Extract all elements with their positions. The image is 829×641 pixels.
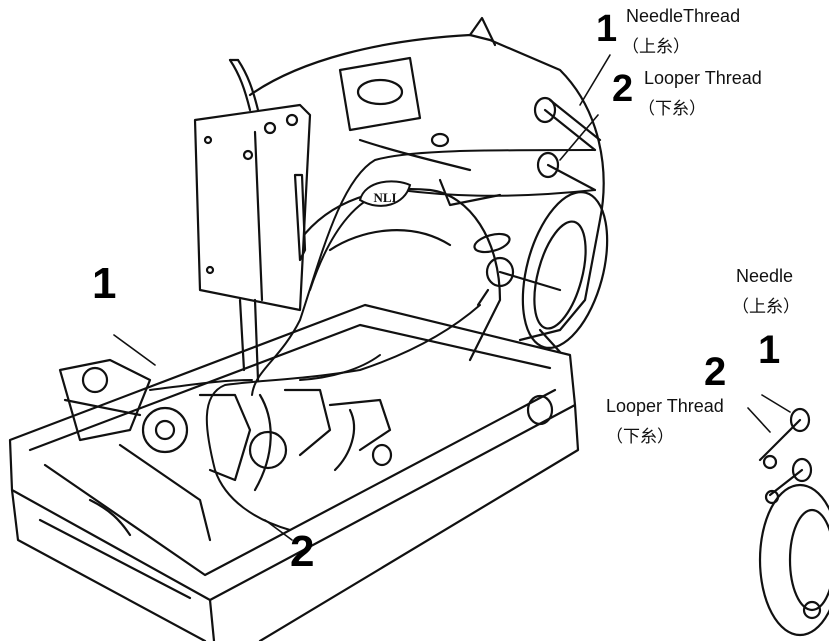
detail-needle-number: 1	[758, 328, 781, 372]
machine-base	[8, 303, 580, 641]
detail-needle-label: Needle	[736, 266, 794, 286]
brand-logo-text: NLI	[373, 190, 396, 205]
needle-thread-jp-label: （上糸）	[622, 37, 690, 57]
callout-looper-thread-bottom: 2	[290, 527, 315, 576]
detail-looper-number: 2	[704, 350, 727, 394]
handwheel	[521, 191, 609, 354]
looper-thread-number: 2	[612, 68, 634, 110]
callout-needle-thread-left: 1	[92, 259, 117, 308]
needle-and-feed-area	[58, 298, 392, 542]
needle-thread-number: 1	[596, 8, 618, 50]
detail-needle-jp-label: （上糸）	[732, 297, 800, 317]
needle-thread-label: NeedleThread	[626, 6, 741, 26]
detail-looper-label: Looper Thread	[606, 396, 724, 416]
machine-arm	[248, 16, 605, 362]
face-plate	[193, 58, 312, 312]
looper-thread-label: Looper Thread	[644, 68, 762, 88]
tension-assemblies	[476, 96, 602, 307]
detail-looper-jp-label: （下糸）	[606, 427, 674, 447]
leader-lines	[113, 54, 791, 541]
looper-thread-jp-label: （下糸）	[638, 99, 706, 119]
brand-plate: NLI	[358, 180, 412, 207]
detail-inset	[758, 407, 829, 637]
